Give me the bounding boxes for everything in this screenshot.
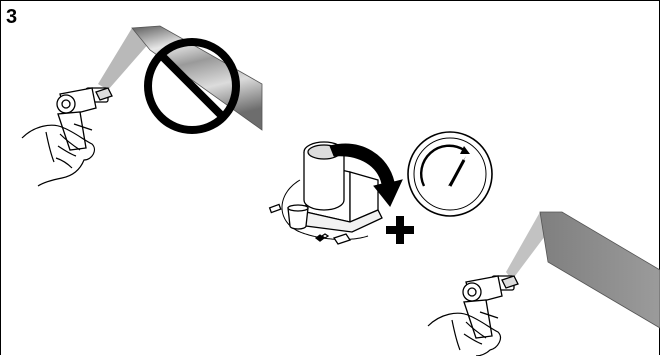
plus-icon (386, 216, 414, 244)
pump-adjustment (270, 142, 402, 244)
spray-gun-icon (463, 276, 518, 338)
pressure-gauge-icon (408, 132, 492, 216)
spray-gun-icon (57, 88, 112, 150)
correct-wall-spray (428, 212, 660, 356)
prohibited-pipe-spray (22, 26, 262, 186)
wall-surface (540, 212, 660, 328)
